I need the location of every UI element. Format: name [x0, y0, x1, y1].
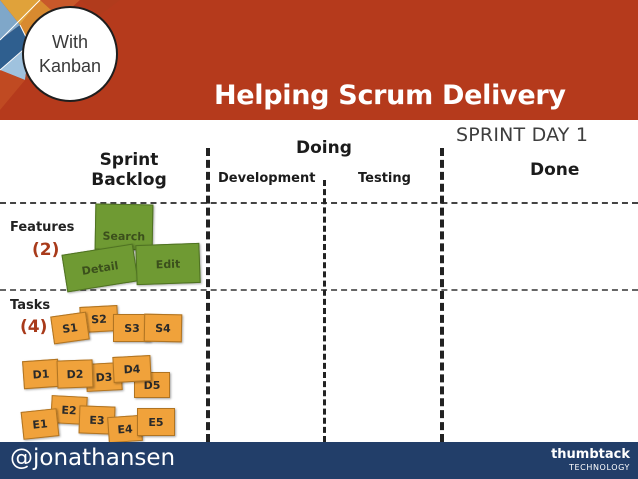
logo-subtitle: TECHNOLOGY [569, 463, 630, 472]
logo-wordmark: thumbtack [551, 447, 630, 462]
feature-card-search[interactable]: Search [94, 203, 154, 251]
task-card-d2[interactable]: D2 [56, 359, 94, 389]
header-divider [0, 202, 638, 204]
with-kanban-badge: With Kanban [22, 6, 118, 102]
task-card-d4[interactable]: D4 [112, 355, 152, 383]
thumbtack-logo: thumbtack TECHNOLOGY [536, 447, 630, 473]
column-divider-backlog [206, 148, 210, 442]
task-card-d1[interactable]: D1 [22, 358, 60, 390]
task-card-s1[interactable]: S1 [50, 311, 90, 345]
column-header-sprint: Sprint [99, 150, 159, 170]
feature-card-edit[interactable]: Edit [135, 242, 201, 286]
row-label-tasks: Tasks [10, 298, 51, 313]
column-divider-doing [323, 180, 326, 442]
column-header-done: Done [530, 160, 580, 180]
badge-line-2: Kanban [38, 56, 102, 76]
column-header-doing: Doing [296, 138, 352, 158]
row-count-tasks: (4) [20, 317, 48, 337]
slide-title: Helping Scrum Delivery [214, 80, 566, 111]
column-header-backlog: Backlog [91, 170, 167, 190]
twitter-handle[interactable]: @jonathansen [10, 445, 176, 471]
row-label-features: Features [10, 220, 75, 235]
column-header-development: Development [218, 171, 316, 186]
badge-line-1: With [52, 32, 88, 52]
sprint-day-label: SPRINT DAY 1 [456, 124, 589, 146]
task-card-e1[interactable]: E1 [20, 408, 60, 440]
column-header-sprint-backlog: Sprint Backlog [84, 150, 174, 190]
kanban-board: SPRINT DAY 1 Sprint Backlog Doing Develo… [0, 120, 638, 444]
swimlane-divider [0, 289, 638, 291]
footer-bar: @jonathansen thumbtack TECHNOLOGY [0, 442, 638, 479]
row-count-features: (2) [32, 240, 60, 260]
feature-card-detail[interactable]: Detail [61, 243, 139, 293]
task-card-e5[interactable]: E5 [137, 408, 175, 436]
column-header-testing: Testing [358, 171, 411, 186]
header-banner: With Kanban Helping Scrum Delivery [0, 0, 638, 120]
column-divider-done [440, 148, 444, 442]
task-card-s4[interactable]: S4 [143, 313, 183, 343]
